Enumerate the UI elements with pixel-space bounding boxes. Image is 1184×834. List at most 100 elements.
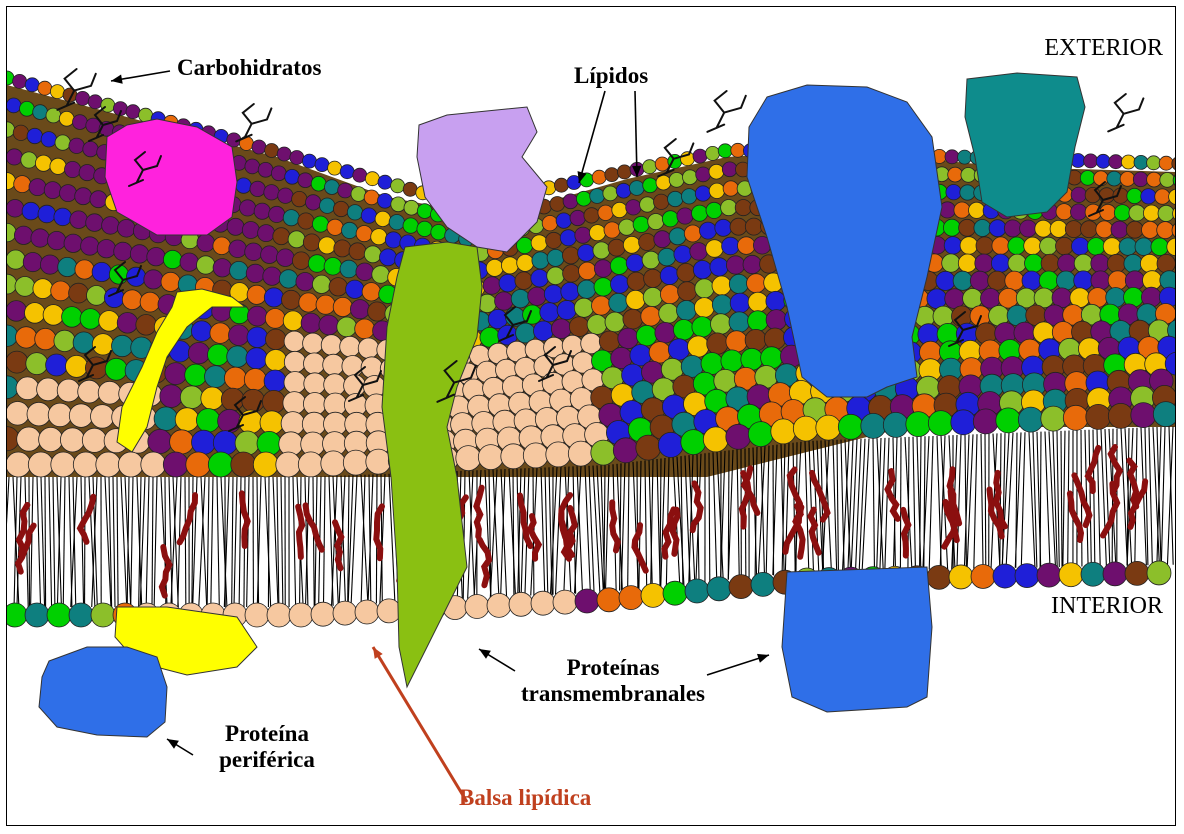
- lipid-head-outer: [658, 248, 676, 266]
- lipid-head-outer: [1107, 254, 1125, 272]
- lipid-head-outer: [260, 411, 284, 435]
- lipid-head-outer: [617, 165, 631, 179]
- lipid-head-outer: [91, 405, 115, 429]
- lipid-head-inner: [355, 600, 379, 624]
- lipid-tail: [117, 477, 118, 607]
- lipid-head-outer: [257, 431, 281, 455]
- lipid-head-outer: [208, 452, 233, 477]
- lipid-head-outer: [681, 189, 696, 204]
- carbohydrates-label: Carbohidratos: [177, 55, 321, 81]
- lipid-head-outer: [346, 280, 364, 298]
- lipid-head-outer: [1157, 254, 1175, 272]
- lipid-tail: [1061, 431, 1062, 567]
- lipid-head-outer: [531, 269, 549, 287]
- lipid-head-inner: [289, 603, 313, 627]
- lipid-head-outer: [160, 385, 183, 408]
- lipid-head-inner: [1103, 562, 1127, 586]
- lipid-head-outer: [992, 237, 1010, 255]
- lipid-head-outer: [722, 237, 740, 255]
- lipid-head-outer: [942, 254, 960, 272]
- lipid-head-outer: [196, 409, 220, 433]
- lipid-head-outer: [372, 266, 390, 284]
- lipid-head-outer: [302, 154, 316, 168]
- lipid-head-outer: [1147, 156, 1161, 170]
- lipid-head-outer: [640, 197, 655, 212]
- lipid-head-outer: [208, 344, 229, 365]
- lipid-head-outer: [59, 111, 74, 126]
- lipid-head-outer: [403, 182, 417, 196]
- lipid-head-outer: [277, 249, 295, 267]
- lipid-head-outer: [584, 208, 599, 223]
- lipid-head-outer: [1024, 237, 1042, 255]
- lipid-tail: [221, 477, 227, 607]
- lipid-head-outer: [927, 289, 947, 309]
- lipid-head-outer: [1114, 205, 1130, 221]
- lipid-head-outer: [546, 442, 571, 467]
- lipid-head-outer: [23, 253, 42, 272]
- lipid-head-outer: [636, 325, 657, 346]
- raft-arrow: [373, 647, 467, 802]
- lipid-head-outer: [35, 328, 56, 349]
- lipid-head-outer: [1080, 171, 1095, 186]
- lipid-head-inner: [597, 588, 621, 612]
- lipid-head-outer: [86, 214, 104, 232]
- lipid-head-outer: [495, 292, 513, 310]
- lipid-head-outer: [337, 317, 357, 337]
- lipid-head-outer: [643, 160, 657, 174]
- lipid-head-outer: [611, 275, 629, 293]
- lipid-head-outer: [511, 290, 529, 308]
- lipid-head-outer: [253, 452, 278, 477]
- lipid-tail: [265, 477, 271, 607]
- lipid-head-outer: [1134, 155, 1148, 169]
- lipid-head-outer: [353, 168, 367, 182]
- lipid-tail: [152, 477, 153, 607]
- lipid-head-outer: [278, 188, 293, 203]
- lipid-head-outer: [213, 237, 231, 255]
- lipid-head-outer: [745, 218, 762, 235]
- lipid-head-inner: [949, 565, 973, 589]
- lipid-head-outer: [721, 350, 743, 372]
- carbohydrate-chain: [707, 91, 745, 132]
- lipid-head-outer: [1063, 405, 1088, 430]
- lipid-head-outer: [692, 205, 708, 221]
- lipid-tail: [541, 468, 545, 596]
- lipid-head-inner: [1125, 561, 1149, 585]
- lipid-head-outer: [544, 285, 562, 303]
- lipid-head-outer: [66, 355, 88, 377]
- lipid-head-outer: [245, 159, 260, 174]
- lipid-head-outer: [431, 225, 446, 240]
- lipid-head-outer: [551, 319, 571, 339]
- lipid-head-outer: [1107, 171, 1122, 186]
- lipid-head-outer: [213, 259, 231, 277]
- lipid-head-outer: [81, 237, 99, 255]
- lipid-head-outer: [605, 168, 619, 182]
- lipid-head-outer: [7, 402, 29, 426]
- lipid-head-outer: [517, 254, 534, 271]
- lipid-head-outer: [662, 211, 678, 227]
- lipid-head-outer: [677, 301, 697, 321]
- lipid-head-outer: [1127, 188, 1142, 203]
- lipid-head-outer: [197, 256, 215, 274]
- lipid-head-outer: [365, 172, 379, 186]
- lipid-head-outer: [1041, 254, 1059, 272]
- lipid-head-outer: [227, 218, 244, 235]
- lipid-head-outer: [148, 429, 172, 453]
- lipid-head-outer: [88, 95, 102, 109]
- lipid-head-outer: [501, 257, 518, 274]
- lipid-head-outer: [28, 452, 53, 477]
- lipid-head-outer: [636, 435, 661, 460]
- lipid-head-outer: [391, 197, 406, 212]
- lipid-tail: [293, 477, 296, 607]
- lipid-head-outer: [325, 180, 340, 195]
- lipid-head-outer: [700, 222, 717, 239]
- lipid-head-outer: [242, 222, 259, 239]
- lipid-head-outer: [342, 356, 363, 377]
- lipid-head-outer: [594, 260, 612, 278]
- lipid-head-outer: [258, 162, 273, 177]
- lipid-head-outer: [1103, 238, 1121, 256]
- lipid-head-outer: [626, 254, 644, 272]
- lipid-head-outer: [659, 303, 679, 323]
- lipid-head-outer: [285, 169, 300, 184]
- lipid-head-outer: [122, 290, 142, 310]
- lipid-head-outer: [793, 416, 818, 441]
